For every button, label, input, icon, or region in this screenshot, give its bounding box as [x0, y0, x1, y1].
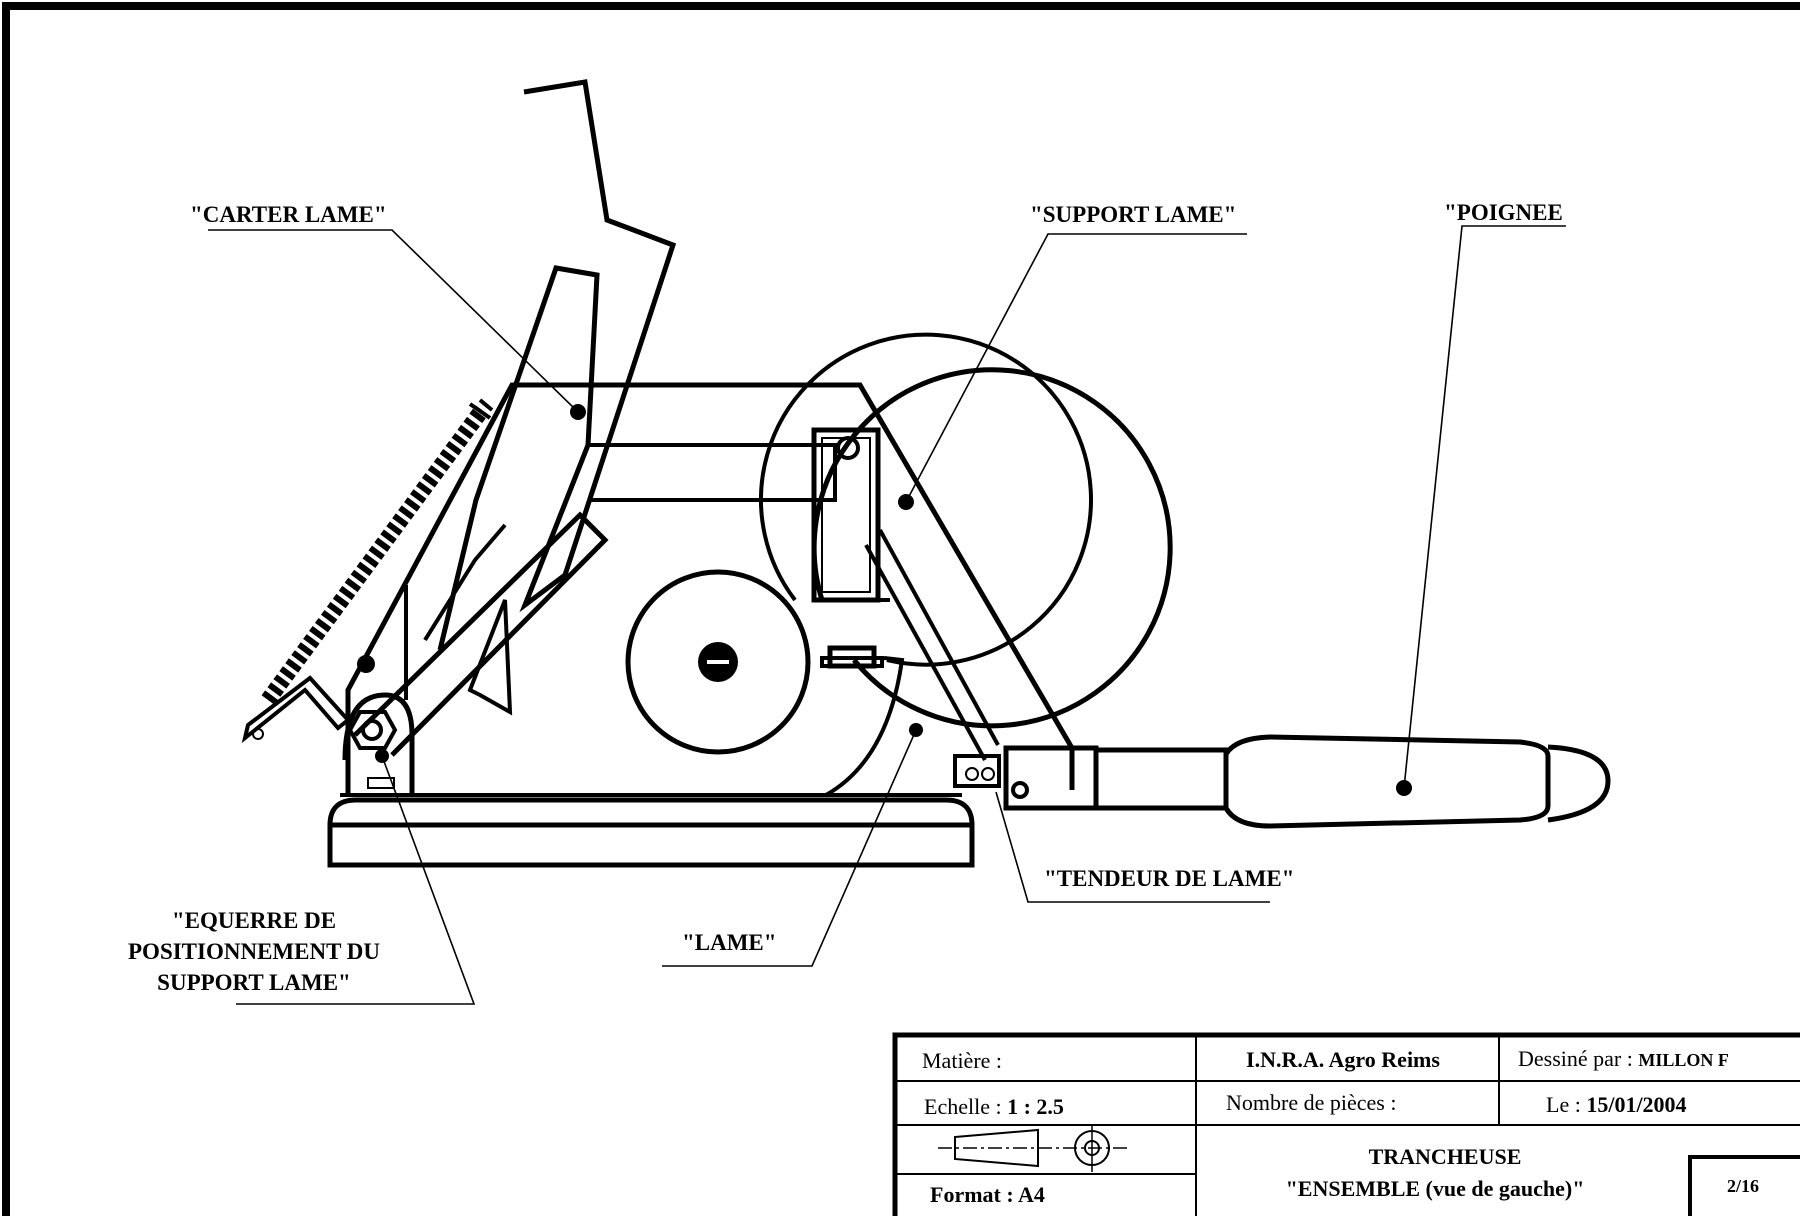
poignee [1003, 734, 1611, 829]
echelle-row: Echelle : 1 : 2.5 [924, 1094, 1064, 1119]
label-support-lame: "SUPPORT LAME" [1030, 202, 1236, 227]
leader-lines [208, 225, 1566, 1005]
date-label: Le : [1546, 1092, 1581, 1117]
trancheuse-assembly [208, 79, 1611, 1005]
echelle-label: Echelle : [924, 1094, 1002, 1119]
label-carter-lame: "CARTER LAME" [190, 202, 387, 227]
echelle-value: 1 : 2.5 [1007, 1094, 1064, 1119]
tendeur-block [811, 427, 1001, 788]
base-plate [327, 793, 975, 868]
sheet-number: 2/16 [1727, 1176, 1759, 1196]
title-block: Matière : Echelle : 1 : 2.5 Format : A4 … [892, 1032, 1800, 1216]
blade [625, 332, 1173, 797]
equerre-arm [241, 398, 609, 795]
format-label: Format : A4 [930, 1182, 1045, 1207]
matiere-label: Matière : [922, 1048, 1002, 1073]
drawing-title: TRANCHEUSE [1369, 1144, 1522, 1169]
label-equerre-line3: SUPPORT LAME" [157, 970, 351, 995]
label-poignee: "POIGNEE [1444, 200, 1563, 225]
label-equerre-line2: POSITIONNEMENT DU [128, 939, 380, 964]
dessine-row: Dessiné par : MILLON F [1518, 1046, 1729, 1071]
label-lame: "LAME" [682, 930, 777, 955]
projection-symbol-icon [938, 1124, 1128, 1172]
label-equerre-line1: "EQUERRE DE [172, 908, 336, 933]
dessine-value: MILLON F [1638, 1050, 1729, 1070]
organisation: I.N.R.A. Agro Reims [1246, 1047, 1440, 1072]
nombre-pieces-label: Nombre de pièces : [1226, 1090, 1396, 1115]
date-row: Le : 15/01/2004 [1546, 1092, 1687, 1117]
date-value: 15/01/2004 [1586, 1092, 1686, 1117]
carter-lame-arm [423, 79, 677, 716]
dessine-label: Dessiné par : [1518, 1046, 1633, 1071]
drawing-subtitle: "ENSEMBLE (vue de gauche)" [1286, 1176, 1585, 1201]
label-tendeur: "TENDEUR DE LAME" [1044, 866, 1294, 891]
